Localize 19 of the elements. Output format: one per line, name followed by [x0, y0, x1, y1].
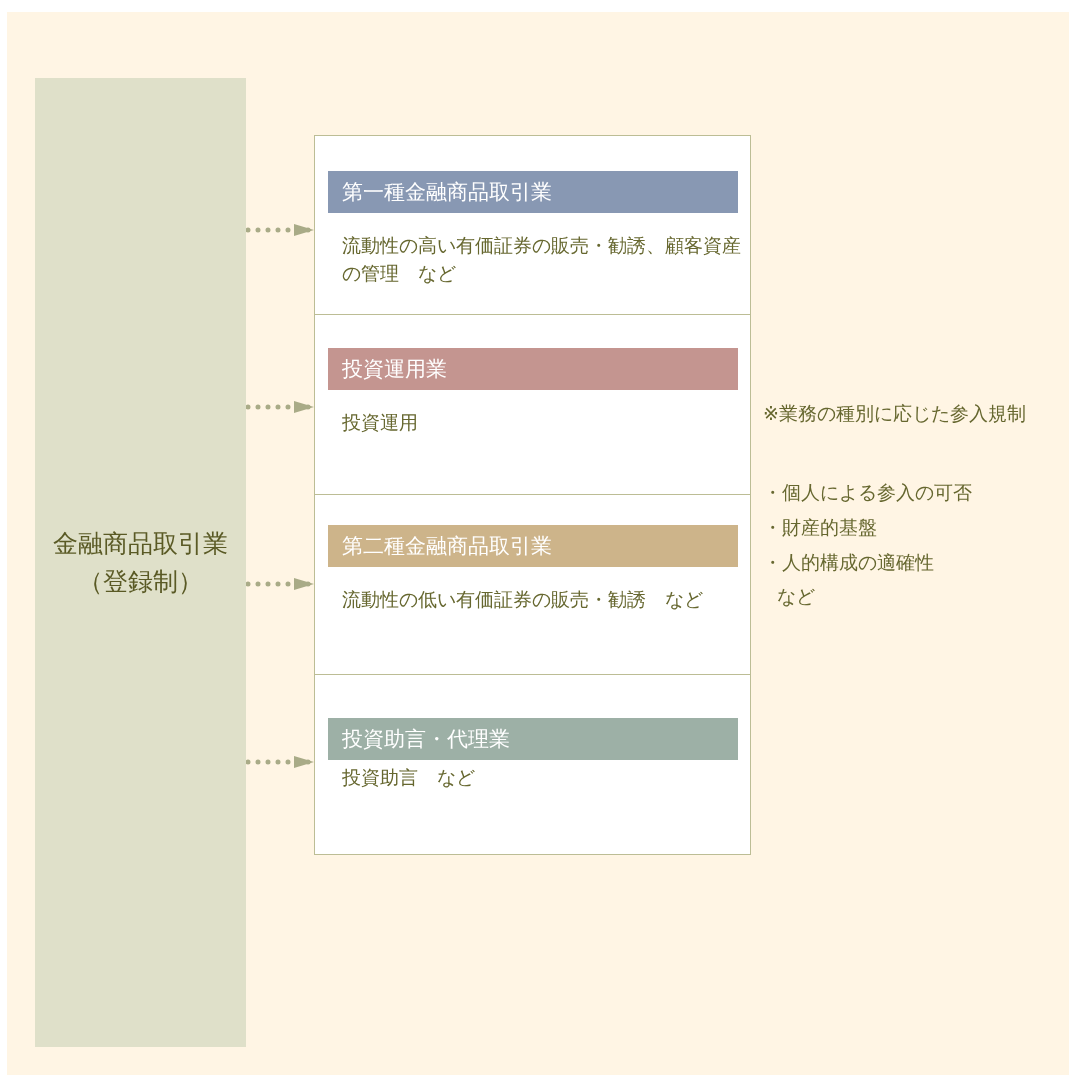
section-heading: 第二種金融商品取引業 — [328, 525, 738, 567]
description-text: 投資運用 — [342, 410, 419, 435]
section-heading: 投資運用業 — [328, 348, 738, 390]
note-text: ・個人による参入の可否 — [763, 480, 972, 505]
category-band — [35, 78, 246, 1047]
category-box — [314, 135, 751, 316]
section-heading: 第一種金融商品取引業 — [328, 171, 738, 213]
category-box — [314, 674, 751, 855]
note-text: ・人的構成の適確性 — [763, 550, 934, 575]
note-text: ・財産的基盤 — [763, 515, 877, 540]
category-box — [314, 494, 751, 676]
description-text: 流動性の高い有価証券の販売・勧誘、顧客資産の管理 など — [342, 233, 742, 286]
note-text: など — [777, 584, 815, 609]
description-text: 投資助言 など — [342, 765, 476, 790]
band-title: 金融商品取引業（登録制） — [52, 527, 229, 598]
section-heading: 投資助言・代理業 — [328, 718, 738, 760]
note-text: ※業務の種別に応じた参入規制 — [763, 401, 1026, 426]
description-text: 流動性の低い有価証券の販売・勧誘 など — [342, 587, 704, 612]
category-box — [314, 314, 751, 496]
